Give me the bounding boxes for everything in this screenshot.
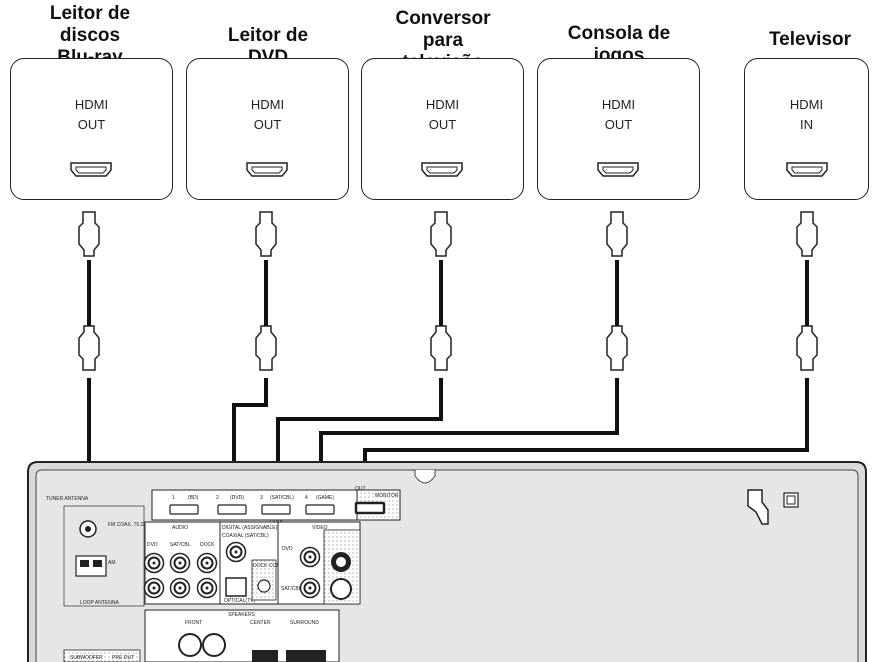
preout-label: PRE OUT [112, 655, 134, 661]
audio-dvd-label: DVD [147, 542, 158, 548]
hdmi-port-icon [597, 162, 639, 177]
hdmi-port-icon [421, 162, 463, 177]
video-label: VIDEO [312, 525, 328, 531]
audio-label: AUDIO [172, 525, 188, 531]
receiver-rear-panel: 1 (BD) 2 (DVD) 3 (SAT/CBL) 4 (GAME) OUT … [27, 461, 867, 662]
video-dvd-label: DVD [282, 546, 293, 552]
port-label: HDMI OUT [74, 97, 109, 132]
audio-dock-label: DOCK [200, 542, 215, 548]
cable-plug-icons [78, 211, 818, 371]
coaxial-label: COAXIAL (SAT/CBL) [222, 533, 269, 539]
hdmi-out-label: OUT [355, 486, 366, 492]
center-label: CENTER [250, 620, 271, 626]
loop-antenna-label: LOOP ANTENNA [80, 600, 119, 606]
port-label: HDMI IN [789, 97, 824, 132]
hdmi-input-label: (GAME) [316, 495, 334, 501]
optical-label: OPTICAL(TV) [224, 598, 255, 604]
hdmi-input-label: 4 [305, 495, 308, 501]
port-label: HDMI OUT [425, 97, 460, 132]
hdmi-input-label: 1 [172, 495, 175, 501]
video-satcbl-label: SAT/CBL [281, 586, 302, 592]
hdmi-monitor-label: MONITOR [375, 493, 399, 499]
hdmi-port-icon [786, 162, 828, 177]
digital-label: DIGITAL (ASSIGNABLE) [222, 525, 278, 531]
am-label: AM [108, 560, 116, 566]
device-title-tv: Televisor [768, 29, 852, 50]
hdmi-input-label: 3 [260, 495, 263, 501]
subwoofer-label: SUBWOOFER [70, 655, 103, 661]
audio-satcbl-label: SAT/CBL [170, 542, 191, 548]
fm-label: FM COAX. 75 Ω [108, 522, 145, 528]
front-label: FRONT [185, 620, 202, 626]
hdmi-input-label: (BD) [188, 495, 199, 501]
hdmi-port-icon [70, 162, 112, 177]
port-label: HDMI OUT [601, 97, 636, 132]
dock-control-label: DOCK CONTROL [253, 563, 294, 569]
hdmi-port-icon [246, 162, 288, 177]
speakers-label: SPEAKERS [228, 612, 256, 618]
hdmi-input-label: (DVD) [230, 495, 244, 501]
port-label: HDMI OUT [250, 97, 285, 132]
hdmi-input-label: 2 [216, 495, 219, 501]
tuner-label: TUNER ANTENNA [46, 496, 89, 502]
surround-label: SURROUND [290, 620, 319, 626]
hdmi-input-label: (SAT/CBL) [270, 495, 294, 501]
